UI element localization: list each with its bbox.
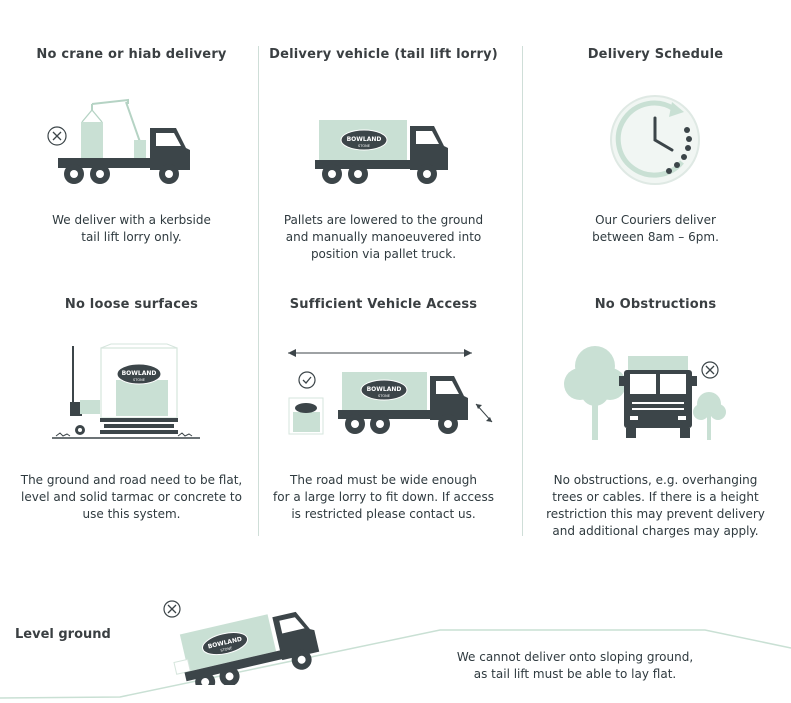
column-divider-1	[258, 46, 259, 536]
card-delivery-vehicle: Delivery vehicle (tail lift lorry) BOWLA…	[252, 0, 515, 280]
column-divider-2	[522, 46, 523, 536]
card-description: The ground and road need to be flat,leve…	[20, 473, 243, 521]
vehicle-access-icon: BOWLAND STONE	[288, 349, 493, 435]
card-title: Delivery vehicle (tail lift lorry)	[269, 47, 498, 62]
sloped-truck-icon: BOWLAND STONE	[163, 600, 320, 685]
tail-lift-lorry-icon: BOWLAND STONE	[315, 120, 448, 184]
crane-truck-crossed-icon	[47, 98, 190, 184]
card-no-obstructions: No Obstructions No obstructions, e.g. ov…	[524, 250, 787, 540]
card-no-loose-surfaces: No loose surfaces BOWLAND STONE The grou…	[0, 250, 263, 540]
pallet-truck-icon: BOWLAND STONE	[52, 343, 200, 439]
card-title: No Obstructions	[594, 297, 717, 312]
brand-logo-sub: STONE	[133, 378, 145, 382]
card-vehicle-access: Sufficient Vehicle Access BOWLAND STONE …	[252, 250, 515, 540]
card-title: No crane or hiab delivery	[36, 47, 227, 62]
brand-logo-sub: STONE	[220, 646, 233, 653]
level-ground-title: Level ground	[15, 627, 111, 642]
obstruction-trees-icon	[564, 346, 726, 440]
brand-logo-text: BOWLAND	[122, 370, 157, 377]
level-ground-description: We cannot deliver onto sloping ground,as…	[456, 650, 694, 681]
clock-icon	[610, 95, 700, 185]
card-title: Sufficient Vehicle Access	[289, 297, 478, 312]
brand-logo-sub: STONE	[378, 394, 390, 398]
brand-logo-sub: STONE	[358, 144, 370, 148]
brand-logo-text: BOWLAND	[347, 136, 382, 143]
card-title: No loose surfaces	[64, 297, 199, 312]
card-no-crane: No crane or hiab delivery We deliver wit…	[0, 0, 263, 280]
brand-logo-text: BOWLAND	[367, 386, 402, 393]
card-title: Delivery Schedule	[587, 47, 724, 62]
